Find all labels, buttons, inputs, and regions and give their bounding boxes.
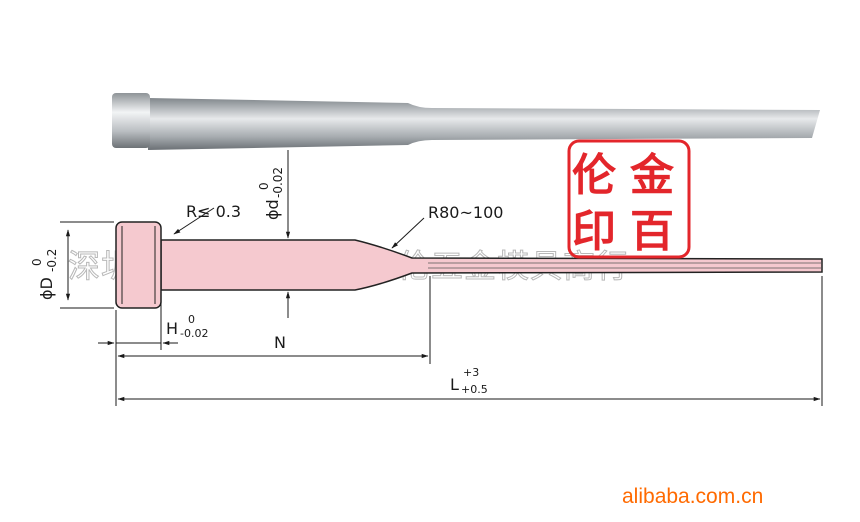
svg-text:-0.02: -0.02: [271, 167, 285, 198]
length-L-label: L +3 +0.5: [450, 366, 488, 396]
svg-text:-0.2: -0.2: [45, 249, 59, 272]
svg-text:0: 0: [257, 182, 271, 190]
svg-text:0: 0: [30, 258, 44, 266]
source-footer: alibaba.com.cn: [622, 485, 763, 508]
svg-text:H: H: [166, 319, 178, 338]
length-N-label: N: [274, 333, 286, 352]
head-H-label: H 0 -0.02: [166, 313, 208, 340]
red-seal-stamp: 伦 金 印 百: [567, 139, 691, 259]
svg-text:-0.02: -0.02: [180, 327, 208, 340]
svg-text:L: L: [450, 375, 459, 394]
dia-d-label: ϕd 0 -0.02: [257, 167, 285, 220]
radius-taper-label: R80~100: [428, 203, 503, 222]
svg-text:0: 0: [188, 313, 195, 326]
svg-text:伦: 伦: [572, 150, 617, 201]
pin-drawing: [115, 221, 823, 309]
dimension-lines: [60, 150, 823, 406]
radius-head-label: R≤ 0.3: [186, 202, 241, 221]
svg-text:ϕd: ϕd: [263, 199, 282, 220]
svg-text:百: 百: [630, 206, 674, 257]
dia-D-label: ϕD 0 -0.2: [30, 249, 59, 300]
svg-text:+0.5: +0.5: [461, 383, 488, 396]
svg-text:ϕD: ϕD: [37, 277, 56, 300]
pin-photo: [112, 93, 820, 150]
svg-text:印: 印: [572, 206, 616, 257]
svg-text:+3: +3: [463, 366, 479, 379]
svg-text:金: 金: [629, 150, 675, 201]
